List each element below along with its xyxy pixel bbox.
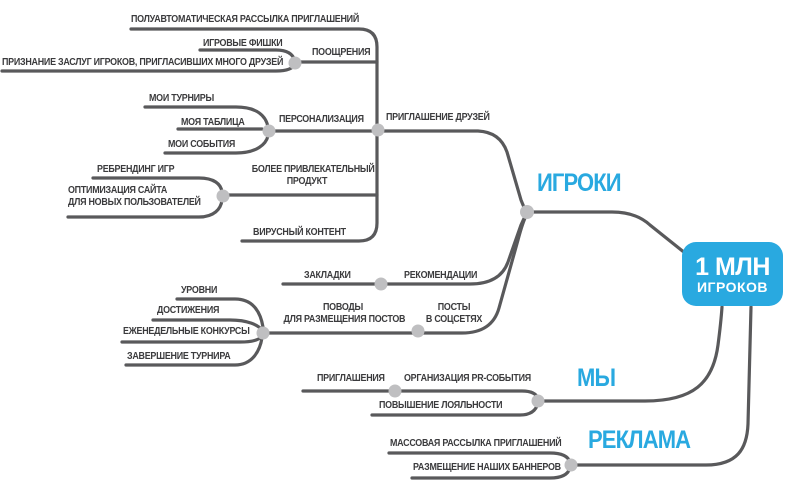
junction-dot [388, 384, 402, 398]
branch-label-players: ИГРОКИ [537, 169, 622, 197]
edge-rebranding [91, 176, 224, 194]
edge-levels [175, 297, 265, 329]
edge-ads-to-root [570, 305, 753, 467]
node-post-reasons: ПОВОДЫ ДЛЯ РАЗМЕЩЕНИЯ ПОСТОВ [283, 301, 406, 325]
node-loyalty: ПОВЫШЕНИЕ ЛОЯЛЬНОСТИ [379, 399, 503, 411]
node-personalization: ПЕРСОНАЛИЗАЦИЯ [279, 113, 364, 125]
branch-label-we: МЫ [577, 364, 616, 392]
junction-dot [564, 458, 578, 472]
edges [0, 27, 753, 480]
node-recognition: ПРИЗНАНИЕ ЗАСЛУГ ИГРОКОВ, ПРИГЛАСИВШИХ М… [2, 56, 284, 68]
branch-label-ads: РЕКЛАМА [588, 426, 691, 454]
node-bookmarks: ЗАКЛАДКИ [304, 269, 351, 281]
edge-we-collector [301, 389, 540, 401]
node-achievements: ДОСТИЖЕНИЯ [157, 304, 220, 316]
node-pr-event: ОРГАНИЗАЦИЯ PR-СОБЫТИЯ [404, 372, 531, 384]
node-site-optimization-line2: ДЛЯ НОВЫХ ПОЛЬЗОВАТЕЛЕЙ [68, 196, 201, 208]
node-levels: УРОВНИ [181, 284, 218, 296]
edge-tournament-end [124, 336, 264, 367]
edge-we-to-root [536, 305, 724, 403]
node-my-table: МОЯ ТАБЛИЦА [181, 116, 245, 128]
junction-dots [216, 56, 578, 472]
node-post-reasons-line2: ДЛЯ РАЗМЕЩЕНИЯ ПОСТОВ [283, 313, 406, 325]
edge-my-events [163, 134, 270, 155]
node-semiauto-invitations: ПОЛУАВТОМАТИЧЕСКАЯ РАССЫЛКА ПРИГЛАШЕНИЙ [131, 13, 359, 25]
edge-social-posts [261, 212, 529, 335]
node-rebranding: РЕБРЕНДИНГ ИГР [97, 163, 175, 175]
central-node-line1: 1 МЛН [695, 252, 770, 281]
junction-dot [374, 277, 388, 291]
node-site-optimization: ОПТИМИЗАЦИЯ САЙТА ДЛЯ НОВЫХ ПОЛЬЗОВАТЕЛЕ… [68, 184, 201, 208]
node-game-chips: ИГРОВЫЕ ФИШКИ [203, 37, 283, 49]
junction-dot [262, 124, 276, 138]
junction-dot [531, 394, 545, 408]
node-social-posts: ПОСТЫ В СОЦСЕТЯХ [423, 301, 484, 325]
junction-dot [216, 189, 230, 203]
node-my-tournaments: МОИ ТУРНИРЫ [149, 92, 214, 104]
node-mass-mailing: МАССОВАЯ РАССЫЛКА ПРИГЛАШЕНИЙ [390, 437, 562, 449]
junction-dot [256, 326, 270, 340]
node-social-posts-line1: ПОСТЫ [437, 301, 471, 313]
node-social-posts-line2: В СОЦСЕТЯХ [425, 313, 483, 325]
junction-dot [288, 56, 302, 70]
node-attractive-product-line1: БОЛЕЕ ПРИВЛЕКАТЕЛЬНЫЙ [251, 163, 375, 175]
node-my-events: МОИ СОБЫТИЯ [168, 138, 236, 150]
junction-dot [371, 123, 385, 137]
node-tournament-end: ЗАВЕРШЕНИЕ ТУРНИРА [127, 350, 231, 362]
edge-site-optimization [66, 198, 224, 219]
node-friend-invitation: ПРИГЛАШЕНИЕ ДРУЗЕЙ [386, 111, 490, 123]
node-weekly-contests: ЕЖЕНЕДЕЛЬНЫЕ КОНКУРСЫ [123, 325, 250, 337]
node-banners: РАЗМЕЩЕНИЕ НАШИХ БАННЕРОВ [413, 461, 561, 473]
node-recommendations: РЕКОМЕНДАЦИИ [404, 269, 478, 281]
node-site-optimization-line1: ОПТИМИЗАЦИЯ САЙТА [68, 184, 168, 196]
node-attractive-product-line2: ПРОДУКТ [286, 175, 328, 187]
junction-dot-players-hub [520, 205, 534, 219]
edge-players-to-root [525, 210, 687, 255]
junction-dot [411, 324, 425, 338]
node-viral-content: ВИРУСНЫЙ КОНТЕНТ [253, 226, 346, 238]
node-rewards: ПООЩРЕНИЯ [312, 46, 371, 58]
central-node-line2: ИГРОКОВ [696, 278, 769, 295]
edge-my-tournaments [143, 105, 270, 129]
central-node-1m-players: 1 МЛН ИГРОКОВ [682, 242, 783, 306]
node-attractive-product: БОЛЕЕ ПРИВЛЕКАТЕЛЬНЫЙ ПРОДУКТ [251, 163, 375, 187]
node-invitations: ПРИГЛАШЕНИЯ [317, 372, 385, 384]
node-post-reasons-line1: ПОВОДЫ [323, 301, 363, 313]
